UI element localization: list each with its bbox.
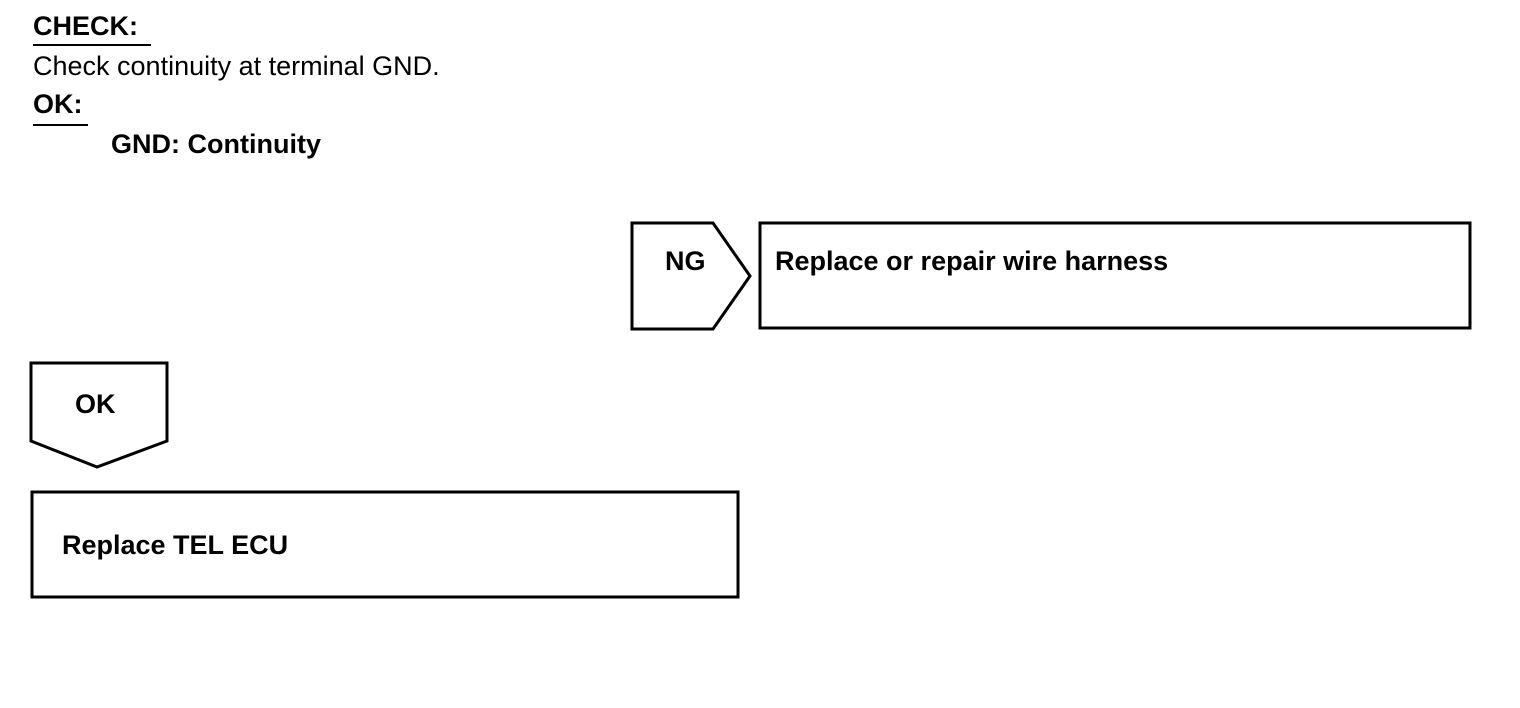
ng-action-text: Replace or repair wire harness: [775, 246, 1169, 276]
ok-spec-heading: OK:: [33, 89, 83, 119]
ok-spec-value: GND: Continuity: [111, 129, 321, 159]
ng-action-box: [758, 221, 1472, 330]
ng-arrow-shape: [630, 221, 752, 331]
check-instruction: Check continuity at terminal GND.: [33, 51, 440, 81]
ng-label: NG: [665, 246, 706, 276]
check-heading: CHECK:: [33, 11, 138, 41]
ok-spec-heading-underline: [33, 124, 88, 126]
ok-action-box: [30, 490, 740, 599]
ok-label: OK: [75, 389, 116, 419]
ok-action-text: Replace TEL ECU: [62, 530, 289, 560]
check-heading-underline: [33, 44, 151, 46]
ok-arrow-shape: [29, 361, 169, 469]
